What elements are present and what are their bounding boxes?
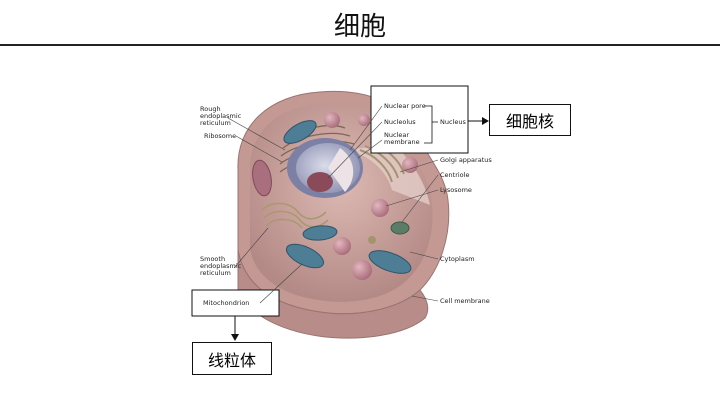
mitochondrion-label-box: Mitochondrion [191, 263, 303, 341]
label-mitochondrion: Mitochondrion [203, 299, 249, 307]
mitochondrion-callout-box: 线粒体 [192, 342, 272, 375]
lysosomes [324, 112, 418, 280]
label-rough-er-2: endoplasmic [200, 112, 242, 120]
nucleus [287, 138, 363, 198]
label-rough-er-3: reticulum [200, 119, 231, 127]
right-labels: Golgi apparatus Centriole Lysosome Cytop… [385, 156, 492, 305]
nucleolus [307, 172, 333, 192]
page-title: 细胞 [333, 12, 386, 42]
label-golgi: Golgi apparatus [440, 156, 492, 164]
label-nuclear-pore: Nuclear pore [384, 102, 426, 110]
label-cell-membrane: Cell membrane [440, 297, 490, 305]
label-nuclear-membrane-1: Nuclear [384, 131, 409, 139]
label-smooth-er-3: reticulum [200, 269, 231, 277]
label-rough-er-1: Rough [200, 105, 221, 113]
mitochondria [252, 120, 412, 274]
label-nuclear-membrane-2: membrane [384, 138, 420, 146]
label-ribosome: Ribosome [204, 132, 236, 140]
title-divider [0, 44, 720, 46]
label-cytoplasm: Cytoplasm [440, 255, 475, 263]
label-nucleus: Nucleus [440, 118, 466, 126]
nucleus-callout-text: 细胞核 [505, 112, 554, 131]
label-smooth-er-2: endoplasmic [200, 262, 242, 270]
label-nucleolus: Nucleolus [384, 118, 416, 126]
label-smooth-er-1: Smooth [200, 255, 225, 263]
label-centriole: Centriole [440, 171, 469, 179]
nucleus-label-box: Nuclear pore Nucleolus Nuclear membrane … [327, 85, 489, 179]
smooth-er [261, 202, 329, 229]
mitochondrion-callout-text: 线粒体 [207, 350, 256, 370]
label-lysosome: Lysosome [440, 186, 472, 194]
nucleus-callout-box: 细胞核 [489, 104, 571, 136]
left-labels: Rough endoplasmic reticulum Ribosome Smo… [200, 105, 286, 277]
